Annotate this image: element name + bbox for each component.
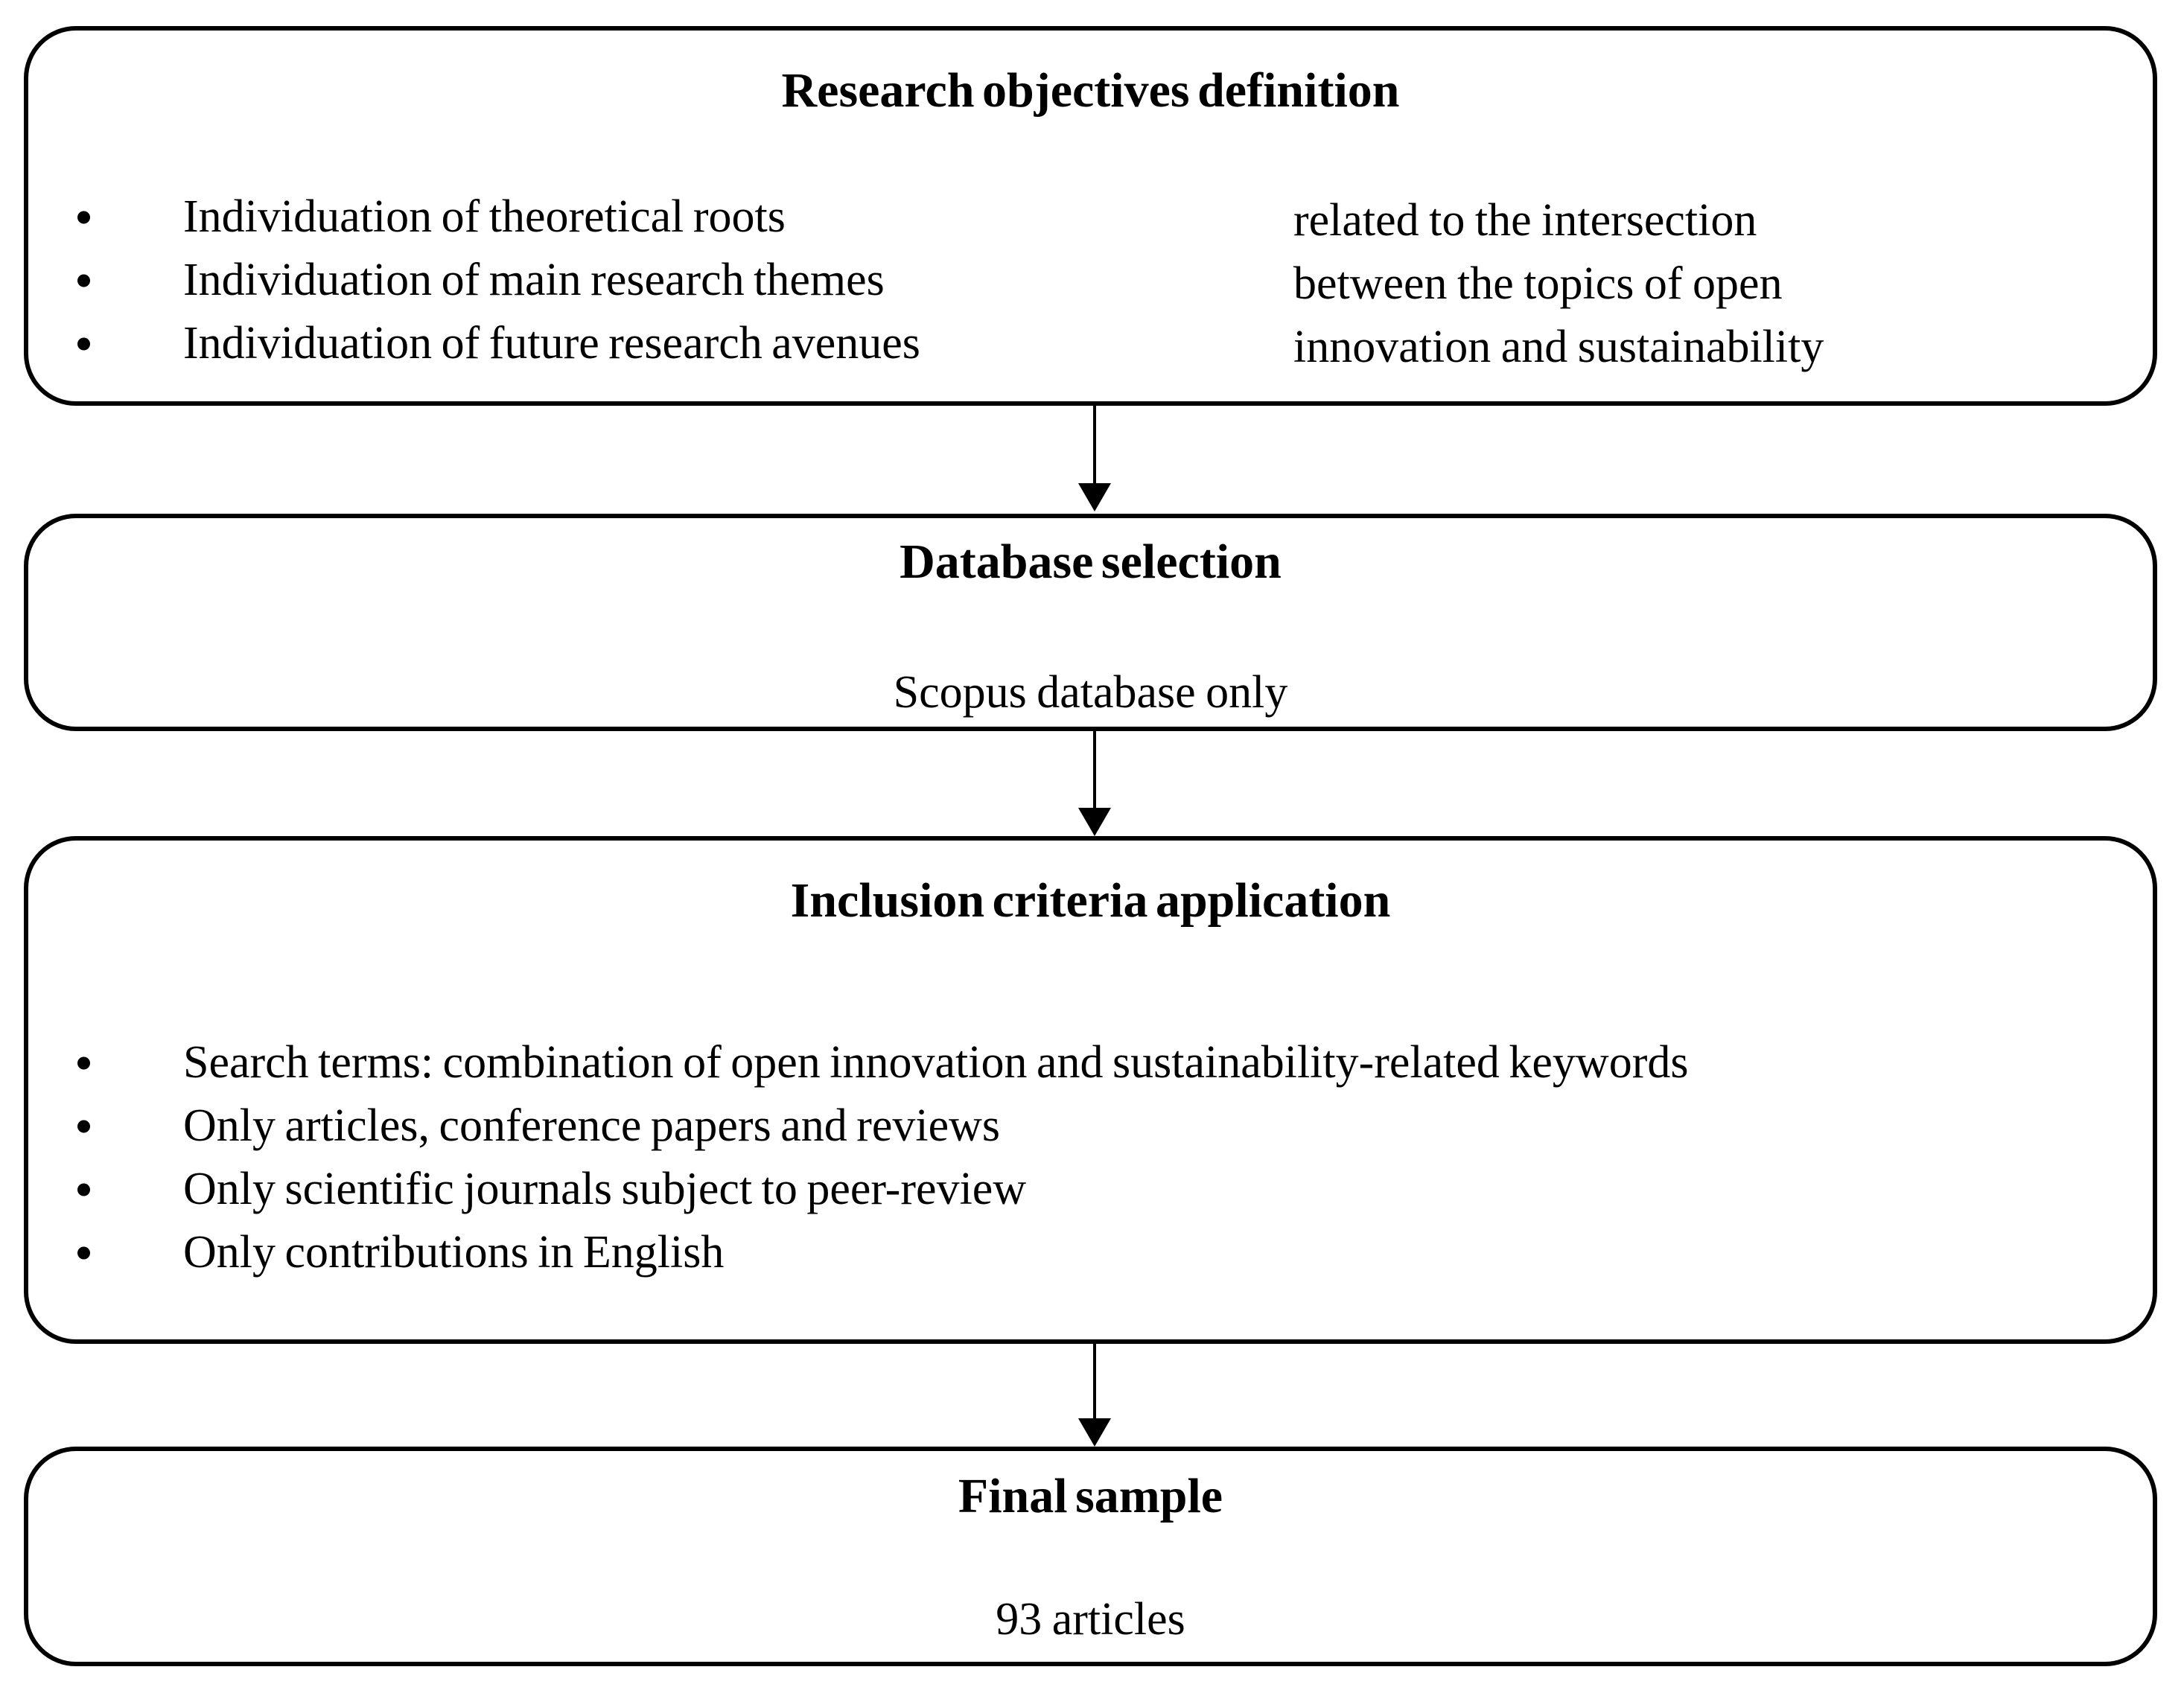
box-title: Final sample [958, 1469, 1223, 1523]
list-item: Individuation of main research themes [28, 249, 2039, 312]
arrow-down-icon [1078, 1418, 1111, 1447]
box-title: Database selection [900, 535, 1282, 589]
bullet-icon [77, 1056, 90, 1069]
side-note: related to the intersection between the … [1293, 189, 1824, 379]
bullet-text: Only contributions in English [183, 1227, 725, 1278]
bullet-icon [77, 1246, 90, 1259]
box-research-objectives: Research objectives definition Individua… [24, 26, 2157, 406]
arrow-down-icon [1078, 808, 1111, 836]
bullet-text: Individuation of main research themes [183, 255, 885, 305]
bullet-icon [77, 337, 90, 350]
box-body-text: 93 articles [996, 1594, 1185, 1645]
box-database-selection: Database selection Scopus database only [24, 514, 2157, 731]
bullet-text: Only articles, conference papers and rev… [183, 1100, 1001, 1151]
list-item: Individuation of theoretical roots [28, 185, 2039, 249]
box-title: Inclusion criteria application [790, 873, 1391, 928]
box-inclusion-criteria: Inclusion criteria application Search te… [24, 836, 2157, 1344]
bullet-text: Individuation of future research avenues [183, 318, 920, 369]
bullet-text: Individuation of theoretical roots [183, 191, 786, 242]
bullet-list: Search terms: combination of open innova… [28, 1031, 2039, 1284]
list-item: Only scientific journals subject to peer… [28, 1158, 2039, 1221]
side-note-line: innovation and sustainability [1293, 322, 1824, 372]
arrow-line [1093, 731, 1096, 808]
list-item: Individuation of future research avenues [28, 312, 2039, 375]
list-item: Only contributions in English [28, 1221, 2039, 1284]
bullet-list: Individuation of theoretical roots Indiv… [28, 185, 2039, 375]
bullet-icon [77, 1183, 90, 1196]
side-note-line: between the topics of open [1293, 258, 1783, 309]
bullet-text: Only scientific journals subject to peer… [183, 1164, 1027, 1214]
bullet-icon [77, 274, 90, 287]
bullet-icon [77, 1120, 90, 1132]
arrow-line [1093, 406, 1096, 483]
box-final-sample: Final sample 93 articles [24, 1447, 2157, 1666]
box-title: Research objectives definition [781, 63, 1400, 118]
side-note-line: related to the intersection [1293, 195, 1757, 246]
box-body-text: Scopus database only [893, 667, 1288, 718]
arrow-line [1093, 1344, 1096, 1418]
bullet-icon [77, 211, 90, 223]
list-item: Search terms: combination of open innova… [28, 1031, 2039, 1094]
bullet-text: Search terms: combination of open innova… [183, 1037, 1689, 1088]
list-item: Only articles, conference papers and rev… [28, 1094, 2039, 1158]
arrow-down-icon [1078, 483, 1111, 511]
